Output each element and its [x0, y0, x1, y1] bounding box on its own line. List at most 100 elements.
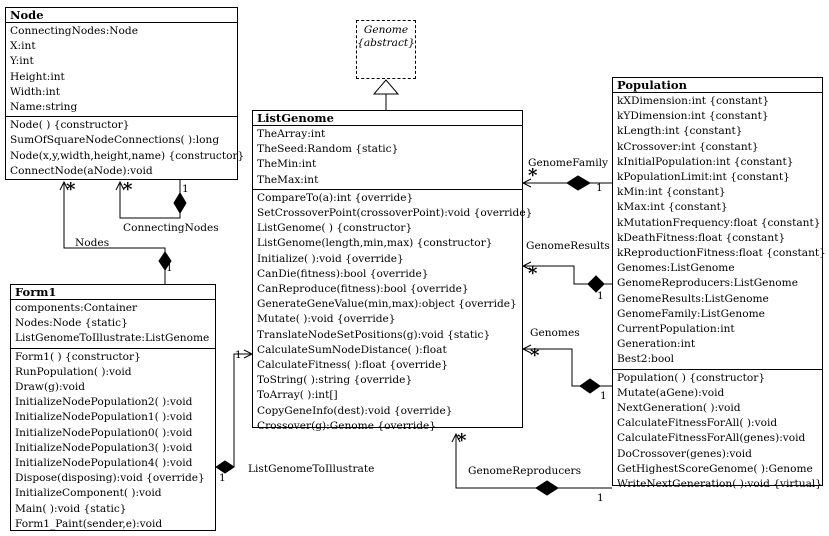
multiplicity-one: 1 [182, 183, 189, 195]
listgenome-method: ToArray( ):int[] [257, 389, 338, 402]
population-attribute: kYDimension:int {constant} [617, 110, 769, 123]
population-attribute: GenomeResults:ListGenome [617, 292, 769, 305]
listgenome-method: Initialize( ):void {override} [257, 252, 404, 265]
population-method: CalculateFitnessForAll(genes):void [617, 432, 806, 445]
listgenome-method: CalculateFitness( ):float {override} [257, 359, 449, 372]
population-attribute: kInitialPopulation:int {constant} [617, 155, 794, 168]
multiplicity-one: 1 [166, 262, 173, 274]
node-class-name: Node [10, 8, 44, 22]
population-class: Population kXDimension:int {constant} kYD… [612, 77, 826, 490]
population-attribute: kMax:int {constant} [617, 201, 728, 214]
list-genome-to-illustrate-label: ListGenomeToIllustrate [248, 463, 375, 475]
node-method: Node(x,y,width,height,name) {constructor… [10, 149, 245, 162]
multiplicity-one: 1 [235, 349, 242, 361]
genome-abstract-class: Genome {abstract} [356, 20, 416, 79]
population-class-name: Population [617, 78, 687, 92]
form1-attribute: ListGenomeToIllustrate:ListGenome [15, 332, 210, 345]
population-attribute: GenomeFamily:ListGenome [617, 307, 765, 320]
population-attribute: Generation:int [617, 338, 696, 351]
genome-reproducers-label: GenomeReproducers [468, 465, 582, 477]
population-method: GetHighestScoreGenome( ):Genome [617, 462, 813, 475]
listgenome-attribute: TheSeed:Random {static} [257, 143, 399, 156]
multiplicity-one: 1 [600, 390, 607, 402]
population-attribute: CurrentPopulation:int [617, 323, 735, 336]
genomes-label: Genomes [530, 327, 580, 339]
multiplicity-one: 1 [219, 472, 226, 484]
nodes-label: Nodes [75, 237, 110, 249]
listgenome-method: CompareTo(a):int {override} [257, 191, 414, 204]
multiplicity-many: * [528, 165, 538, 186]
genome-stereotype: {abstract} [357, 37, 415, 49]
population-method: CalculateFitnessForAll( ):void [617, 417, 778, 430]
form1-method: Draw(g):void [15, 381, 86, 394]
population-attribute: kMin:int {constant} [617, 186, 726, 199]
population-attribute: Genomes:ListGenome [617, 262, 735, 275]
node-methods: Node( ) {constructor} SumOfSquareNodeConn… [6, 116, 245, 180]
node-method: SumOfSquareNodeConnections( ):long [10, 134, 220, 147]
listgenome-method: CopyGeneInfo(dest):void {override} [257, 404, 453, 417]
form1-class-name: Form1 [15, 285, 57, 299]
listgenome-attribute: TheArray:int [257, 128, 326, 140]
multiplicity-one: 1 [597, 492, 604, 504]
population-attribute: kMutationFrequency:float {constant} [617, 216, 821, 229]
population-attribute: kPopulationLimit:int {constant} [617, 171, 790, 184]
genome-class-name: Genome [363, 24, 409, 36]
node-attribute: X:int [10, 40, 36, 53]
form1-method: RunPopulation( ):void [15, 365, 132, 378]
multiplicity-many: * [530, 345, 540, 366]
population-attributes: kXDimension:int {constant} kYDimension:in… [613, 92, 826, 369]
form1-method: InitializeNodePopulation4( ):void [15, 457, 193, 470]
form1-method: Main( ):void {static} [15, 502, 127, 515]
listgenome-method: SetCrossoverPoint(crossoverPoint):void {… [257, 207, 533, 220]
population-attribute: kXDimension:int {constant} [617, 95, 770, 107]
node-method: ConnectNode(aNode):void [10, 164, 153, 177]
form1-method: InitializeNodePopulation3( ):void [15, 441, 193, 454]
listgenome-attribute: TheMax:int [257, 173, 319, 186]
form1-method: Dispose(disposing):void {override} [15, 472, 205, 485]
listgenome-method: GenerateGeneValue(min,max):object {overr… [257, 298, 517, 311]
multiplicity-one: 1 [596, 182, 603, 194]
node-attribute: Y:int [10, 55, 34, 68]
population-methods: Population( ) {constructor}Mutate(aGene)… [613, 368, 822, 494]
multiplicity-many: * [66, 179, 76, 200]
listgenome-method: ToString( ):string {override} [257, 374, 413, 387]
node-attribute: Name:string [10, 101, 78, 114]
node-attribute: Width:int [10, 85, 60, 98]
listgenome-methods: CompareTo(a):int {override} SetCrossoverP… [253, 188, 533, 435]
form1-attribute: Nodes:Node {static} [15, 317, 128, 330]
population-method: DoCrossover(genes):void [617, 447, 752, 460]
form1-method: InitializeComponent( ):void [15, 487, 162, 500]
form1-method: InitializeNodePopulation1( ):void [15, 411, 193, 424]
population-attribute: kCrossover:int {constant} [617, 140, 759, 153]
form1-method: Form1_Paint(sender,e):void [15, 517, 163, 530]
form1-method: Form1( ) {constructor} [15, 350, 141, 363]
listgenome-method: CanDie(fitness):bool {override} [257, 267, 429, 280]
listgenome-attribute: TheMin:int [257, 158, 317, 171]
population-attribute: Best2:bool [617, 353, 674, 366]
listgenome-method: ListGenome(length,min,max) {constructor} [257, 237, 493, 250]
genome-results-label: GenomeResults [526, 240, 610, 252]
node-attribute: ConnectingNodes:Node [10, 25, 138, 37]
form1-attribute: components:Container [15, 302, 138, 314]
multiplicity-many: * [123, 179, 133, 200]
node-method: Node( ) {constructor} [10, 119, 130, 132]
form1-method: InitializeNodePopulation2( ):void [15, 396, 193, 409]
listgenome-class-name: ListGenome [257, 111, 334, 125]
population-attribute: kLength:int {constant} [617, 125, 743, 138]
listgenome-method: Crossover(g):Genome {override} [257, 419, 437, 432]
population-method: NextGeneration( ):void [617, 402, 741, 415]
listgenome-method: CalculateSumNodeDistance( ):float [257, 343, 447, 356]
multiplicity-many: * [528, 263, 538, 284]
population-method: Mutate(aGene):void [617, 386, 725, 399]
population-attribute: kDeathFitness:float {constant} [617, 231, 786, 244]
connecting-nodes-label: ConnectingNodes [123, 222, 219, 234]
genome-family-label: GenomeFamily [528, 157, 609, 169]
multiplicity-one: 1 [597, 290, 604, 302]
listgenome-method: CanReproduce(fitness):bool {override} [257, 283, 469, 296]
